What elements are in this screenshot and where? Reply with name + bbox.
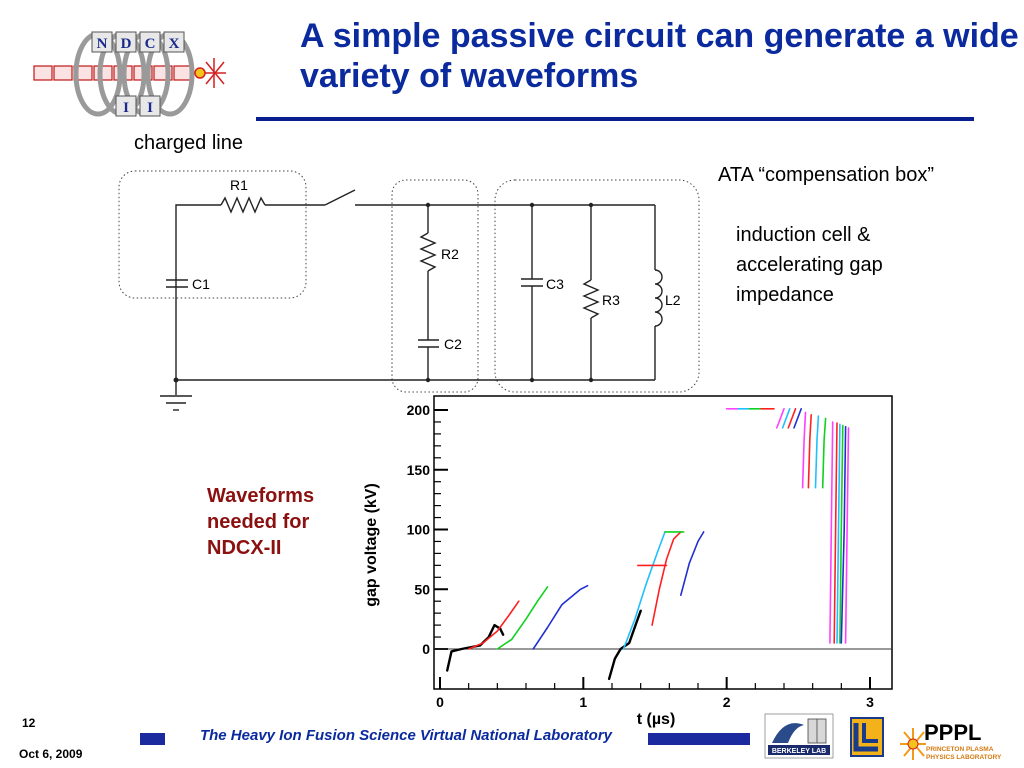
x-tick-label: 3 — [866, 694, 874, 710]
ndcx-logo-burst — [194, 58, 226, 88]
y-tick-label: 200 — [407, 402, 431, 418]
waveform-series-7 — [651, 531, 682, 626]
slide-title: A simple passive circuit can generate a … — [300, 17, 1019, 95]
y-ticks: 0 50 100 150 200 — [407, 402, 448, 657]
x-ticks: 0 1 2 3 — [436, 677, 874, 710]
waveform-series-23 — [829, 421, 834, 644]
label-r3: R3 — [602, 292, 620, 308]
circuit-wires — [160, 189, 663, 411]
ndcx-logo: N D C X I I — [33, 31, 226, 117]
pppl-logo: PPPL PRINCETON PLASMA PHYSICS LABORATORY — [900, 720, 1002, 761]
r2-c2-box — [391, 179, 479, 393]
logo-letter-i-2: I — [147, 100, 153, 116]
y-tick-label: 50 — [414, 581, 430, 597]
waveform-series-27 — [840, 425, 847, 644]
y-tick-label: 150 — [407, 462, 431, 478]
pppl-logo-text: PPPL — [924, 720, 981, 745]
pppl-logo-sub-2: PHYSICS LABORATORY — [926, 754, 1002, 761]
circuit-group-boxes — [118, 170, 700, 393]
label-c2: C2 — [444, 336, 462, 352]
waveform-series-15 — [775, 408, 785, 429]
waveforms-needed-note: Waveforms needed for NDCX-II — [207, 485, 315, 559]
compensation-box — [494, 179, 700, 393]
waveform-series-25 — [836, 423, 841, 644]
ndcx-logo-letters: N D C X I I — [91, 31, 185, 117]
waveform-series-26 — [839, 424, 844, 644]
y-tick-label: 0 — [422, 641, 430, 657]
label-r1: R1 — [230, 177, 248, 193]
x-axis-label: t (µs) — [637, 711, 676, 728]
footer-bar-right — [648, 733, 750, 745]
induction-cell-label: induction cell & accelerating gap impeda… — [736, 224, 883, 306]
title-underline — [256, 117, 974, 121]
slide-date: Oct 6, 2009 — [19, 747, 83, 761]
x-tick-label: 0 — [436, 694, 444, 710]
waveform-series-17 — [787, 408, 797, 429]
waveform-series-18 — [793, 408, 803, 429]
footer-bar-left — [140, 733, 165, 745]
waveform-series-16 — [781, 408, 791, 429]
label-l2: L2 — [665, 292, 681, 308]
circuit-diagram: R1 C1 R2 C2 C3 R3 L2 — [118, 170, 700, 411]
waveform-series-3 — [496, 586, 549, 650]
y-tick-label: 100 — [407, 522, 431, 538]
ata-compensation-box-label: ATA “compensation box” — [718, 164, 935, 186]
logo-letter-n: N — [97, 36, 108, 52]
logo-letter-x: X — [169, 36, 180, 52]
waveform-series-6 — [622, 531, 666, 650]
waveform-series-2 — [467, 600, 520, 650]
waveform-series-4 — [532, 584, 589, 650]
charged-line-box — [118, 170, 307, 299]
label-c3: C3 — [546, 276, 564, 292]
slide-number: 12 — [22, 716, 36, 730]
x-tick-label: 1 — [579, 694, 587, 710]
logo-letter-c: C — [145, 36, 156, 52]
series-layer — [434, 408, 892, 681]
y-axis-label: gap voltage (kV) — [363, 483, 380, 607]
footer-lab-name: The Heavy Ion Fusion Science Virtual Nat… — [199, 727, 613, 744]
label-r2: R2 — [441, 246, 459, 262]
berkeley-lab-logo: BERKELEY LAB — [764, 713, 834, 759]
waveform-series-10 — [679, 531, 705, 596]
charged-line-label: charged line — [134, 132, 243, 154]
waveform-chart: 0 50 100 150 200 0 1 2 3 t (µs) gap voltage (kV… — [363, 395, 893, 728]
waveform-series-20 — [807, 413, 813, 489]
llnl-logo — [850, 717, 884, 757]
waveform-series-21 — [814, 415, 820, 489]
waveform-series-22 — [821, 417, 827, 489]
logo-letter-d: D — [121, 36, 132, 52]
pppl-logo-sub-1: PRINCETON PLASMA — [926, 746, 994, 753]
berkeley-logo-text: BERKELEY LAB — [772, 748, 826, 755]
waveform-series-24 — [833, 422, 838, 644]
logo-letter-i-1: I — [123, 100, 129, 116]
x-tick-label: 2 — [723, 694, 731, 710]
label-c1: C1 — [192, 276, 210, 292]
waveform-series-19 — [801, 411, 807, 489]
waveform-series-28 — [844, 427, 850, 644]
switch — [324, 189, 356, 206]
